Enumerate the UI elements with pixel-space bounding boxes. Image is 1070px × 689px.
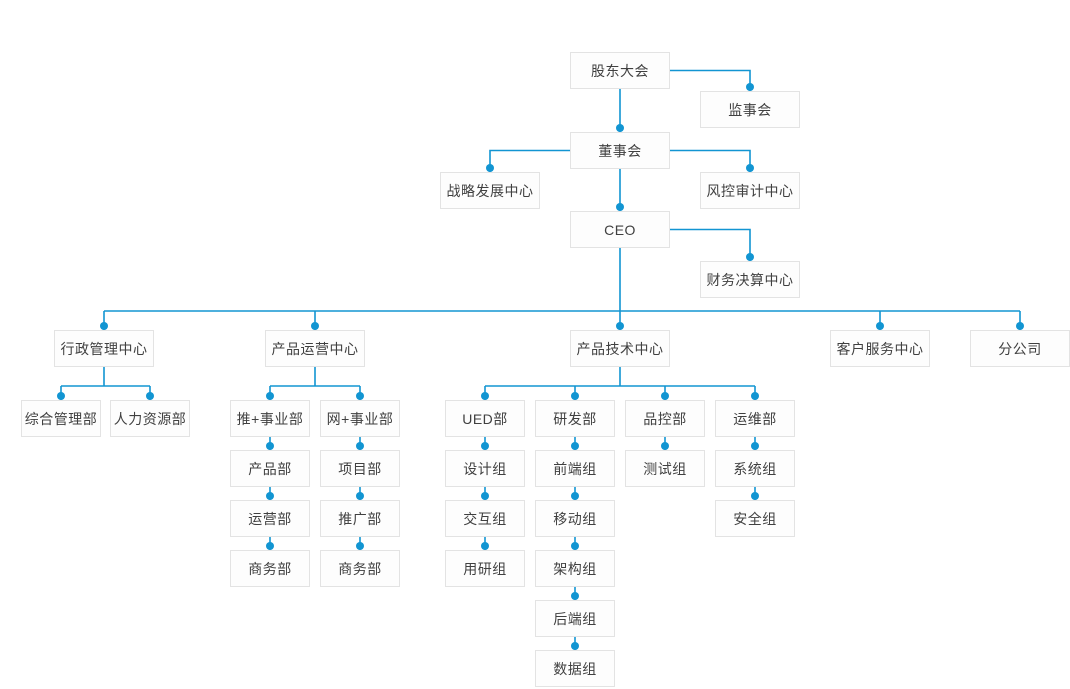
org-node-user-research-group: 用研组 [445, 550, 525, 587]
connector-dot-frontend-group [571, 442, 579, 450]
connector-dot-user-research-group [481, 542, 489, 550]
org-node-shareholders-meeting: 股东大会 [570, 52, 670, 89]
org-node-ops-maintenance-dept: 运维部 [715, 400, 795, 437]
connector-dot-quality-control-dept [661, 392, 669, 400]
org-node-board-of-directors: 董事会 [570, 132, 670, 169]
connector-dot-hr-dept [146, 392, 154, 400]
org-node-business-dept-wang: 商务部 [320, 550, 400, 587]
connector-dot-risk-audit-center [746, 164, 754, 172]
org-node-quality-control-dept: 品控部 [625, 400, 705, 437]
connector-dot-ued-dept [481, 392, 489, 400]
org-node-finance-settle-center: 财务决算中心 [700, 261, 800, 298]
org-node-mobile-group: 移动组 [535, 500, 615, 537]
connector-dot-system-group [751, 442, 759, 450]
org-node-testing-group: 测试组 [625, 450, 705, 487]
connector-dot-finance-settle-center [746, 253, 754, 261]
org-node-wang-business-unit: 网+事业部 [320, 400, 400, 437]
org-node-product-operation-center: 产品运营中心 [265, 330, 365, 367]
org-node-data-group: 数据组 [535, 650, 615, 687]
connector-dot-backend-group [571, 592, 579, 600]
org-node-design-group: 设计组 [445, 450, 525, 487]
org-node-strategy-dev-center: 战略发展中心 [440, 172, 540, 209]
connector-dot-mobile-group [571, 492, 579, 500]
org-node-frontend-group: 前端组 [535, 450, 615, 487]
org-node-tui-business-unit: 推+事业部 [230, 400, 310, 437]
connector-dot-design-group [481, 442, 489, 450]
connector-dot-supervisory-board [746, 83, 754, 91]
connector-dot-tui-business-unit [266, 392, 274, 400]
org-node-admin-mgmt-center: 行政管理中心 [54, 330, 154, 367]
connector-dot-ceo [616, 203, 624, 211]
org-node-ceo: CEO [570, 211, 670, 248]
org-node-rd-dept: 研发部 [535, 400, 615, 437]
connector-dot-branch-company [1016, 322, 1024, 330]
connector-dot-general-mgmt-dept [57, 392, 65, 400]
connector-dot-business-dept-tui [266, 542, 274, 550]
org-node-system-group: 系统组 [715, 450, 795, 487]
connector-dot-product-operation-center [311, 322, 319, 330]
connector-dot-interaction-group [481, 492, 489, 500]
org-node-risk-audit-center: 风控审计中心 [700, 172, 800, 209]
org-node-architecture-group: 架构组 [535, 550, 615, 587]
org-node-business-dept-tui: 商务部 [230, 550, 310, 587]
connector-dot-business-dept-wang [356, 542, 364, 550]
connector-dot-product-tech-center [616, 322, 624, 330]
org-node-product-tech-center: 产品技术中心 [570, 330, 670, 367]
connector-dot-strategy-dev-center [486, 164, 494, 172]
connector-dot-testing-group [661, 442, 669, 450]
org-node-operation-dept: 运营部 [230, 500, 310, 537]
connector-dot-customer-service-center [876, 322, 884, 330]
connector-dot-board-of-directors [616, 124, 624, 132]
org-node-branch-company: 分公司 [970, 330, 1070, 367]
org-node-backend-group: 后端组 [535, 600, 615, 637]
connector-dot-security-group [751, 492, 759, 500]
org-node-project-dept: 项目部 [320, 450, 400, 487]
org-node-ued-dept: UED部 [445, 400, 525, 437]
connector-dot-project-dept [356, 442, 364, 450]
connector-dot-wang-business-unit [356, 392, 364, 400]
org-node-customer-service-center: 客户服务中心 [830, 330, 930, 367]
connector-dot-admin-mgmt-center [100, 322, 108, 330]
connector-dot-ops-maintenance-dept [751, 392, 759, 400]
org-node-security-group: 安全组 [715, 500, 795, 537]
connector-dot-data-group [571, 642, 579, 650]
connector-dot-product-dept [266, 442, 274, 450]
org-node-promotion-dept: 推广部 [320, 500, 400, 537]
org-node-hr-dept: 人力资源部 [110, 400, 190, 437]
org-node-supervisory-board: 监事会 [700, 91, 800, 128]
connector-dot-architecture-group [571, 542, 579, 550]
connector-dot-operation-dept [266, 492, 274, 500]
org-node-general-mgmt-dept: 综合管理部 [21, 400, 101, 437]
connector-dot-rd-dept [571, 392, 579, 400]
org-node-product-dept: 产品部 [230, 450, 310, 487]
org-node-interaction-group: 交互组 [445, 500, 525, 537]
connector-dot-promotion-dept [356, 492, 364, 500]
